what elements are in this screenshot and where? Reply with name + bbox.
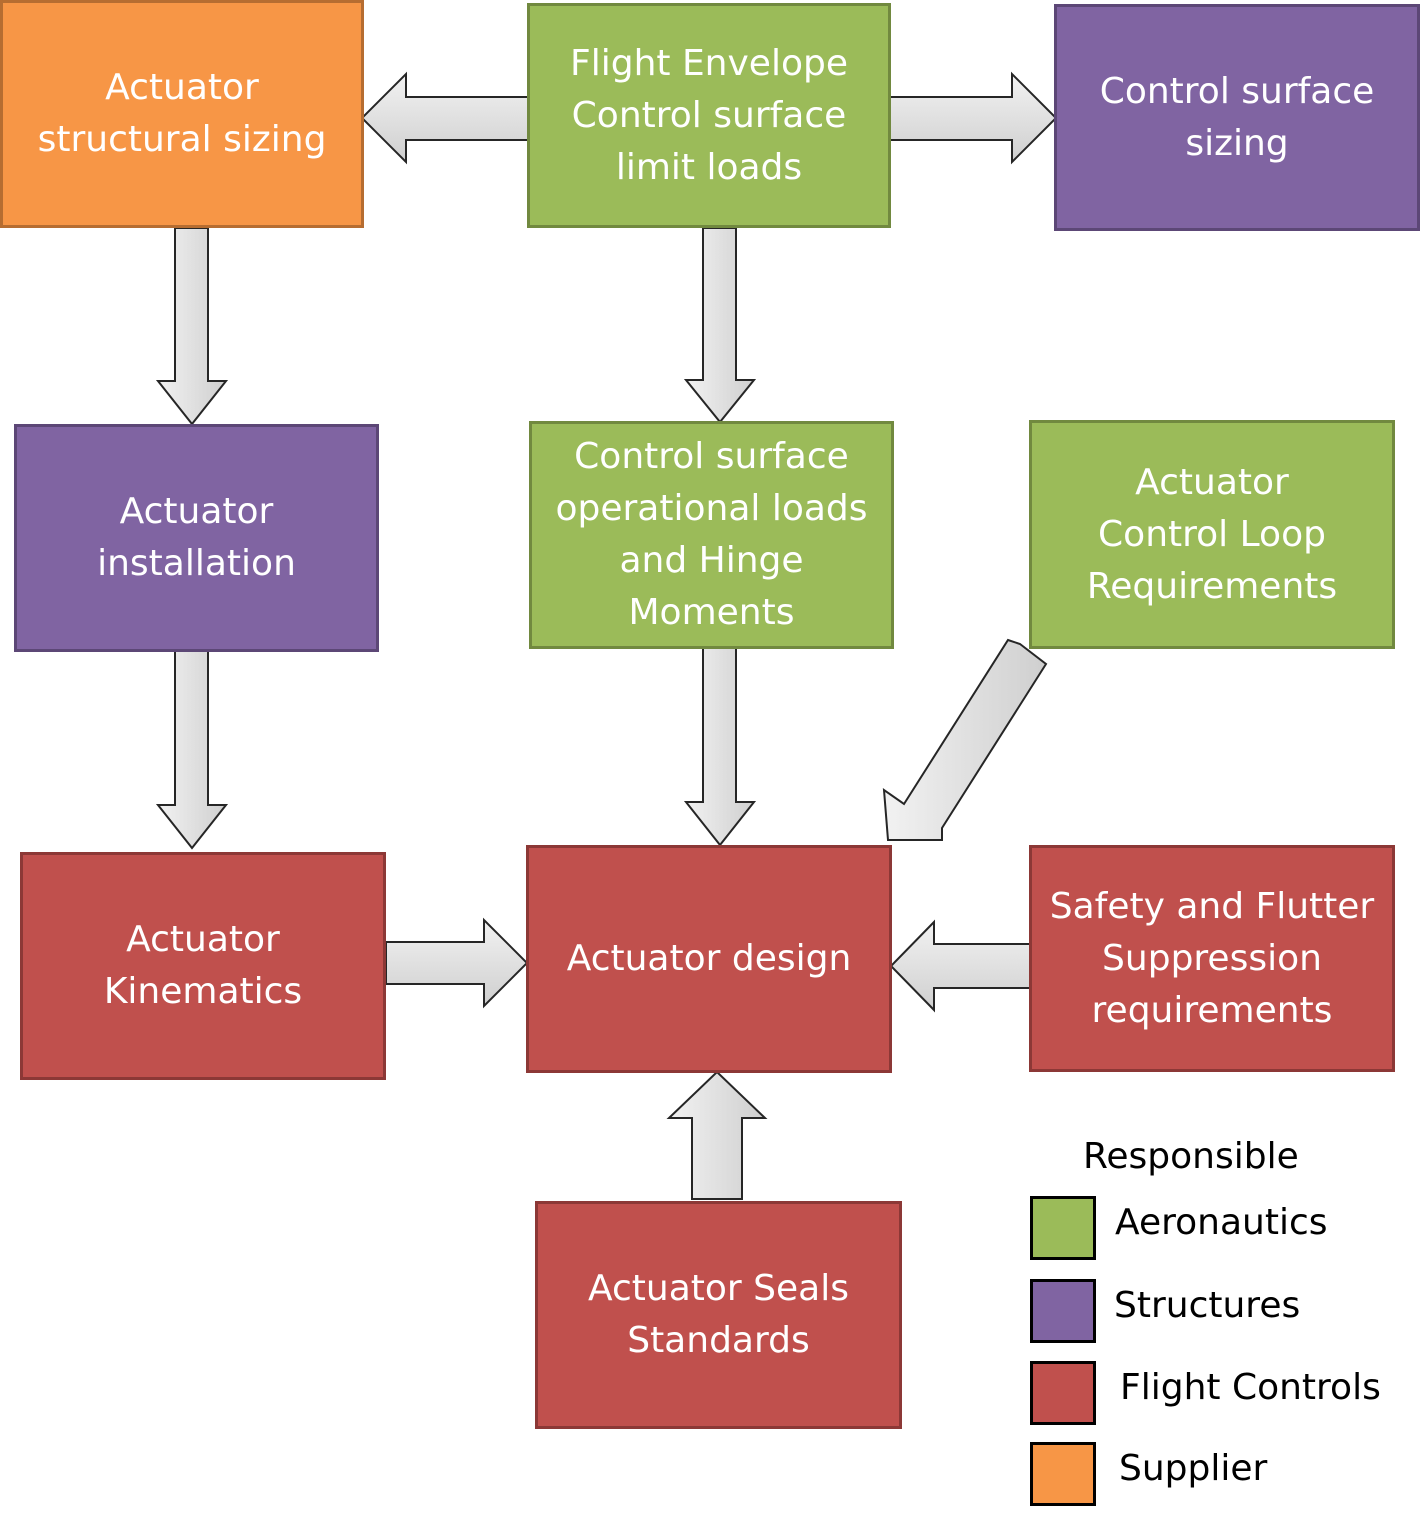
legend-title: Responsible [1083, 1136, 1299, 1177]
box-label: Flight Envelope Control surface limit lo… [570, 42, 848, 188]
box-operational-loads: Control surface operational loads and Hi… [529, 421, 894, 649]
box-label: Actuator Kinematics [103, 919, 303, 1012]
legend-swatch [1030, 1442, 1096, 1506]
box-label: Control surface operational loads and Hi… [555, 436, 868, 633]
box-label: Safety and Flutter Suppression requireme… [1049, 885, 1375, 1031]
arrow-installation-to-kinematics [155, 649, 229, 850]
box-actuator-kinematics: Actuator Kinematics [20, 852, 386, 1080]
box-actuator-design: Actuator design [526, 845, 892, 1073]
legend-swatch [1030, 1279, 1096, 1343]
legend-item-structures: Structures [1030, 1279, 1410, 1343]
box-actuator-seals-standards: Actuator Seals Standards [535, 1201, 902, 1429]
arrow-safety-to-design [889, 919, 1033, 1013]
arrow-envelope-to-surface-sizing [889, 71, 1058, 165]
arrow-control-loop-to-design [882, 638, 1048, 841]
box-label: Actuator installation [97, 491, 296, 584]
legend-label: Aeronautics [1115, 1202, 1328, 1243]
arrow-kinematics-to-design [385, 917, 529, 1009]
arrow-structural-sizing-to-installation [155, 227, 229, 426]
arrow-envelope-to-structural-sizing [360, 71, 529, 165]
legend-swatch [1030, 1196, 1096, 1260]
box-label: Control surface sizing [1099, 70, 1375, 164]
box-label: Actuator design [566, 938, 852, 979]
box-flight-envelope: Flight Envelope Control surface limit lo… [527, 3, 891, 228]
legend-swatch [1030, 1361, 1096, 1425]
box-actuator-structural-sizing: Actuator structural sizing [0, 0, 364, 228]
legend-label: Supplier [1119, 1448, 1268, 1489]
arrow-operational-loads-to-design [683, 647, 757, 847]
box-label: Actuator Control Loop Requirements [1086, 461, 1338, 607]
box-control-loop-requirements: Actuator Control Loop Requirements [1029, 420, 1395, 649]
legend-label: Structures [1114, 1285, 1301, 1326]
legend-item-flight-controls: Flight Controls [1030, 1361, 1410, 1425]
box-label: Actuator structural sizing [37, 67, 327, 160]
legend-label: Flight Controls [1120, 1367, 1381, 1408]
box-safety-flutter: Safety and Flutter Suppression requireme… [1029, 845, 1395, 1072]
arrow-envelope-to-operational-loads [683, 227, 757, 424]
box-actuator-installation: Actuator installation [14, 424, 379, 652]
arrow-seals-to-design [666, 1070, 768, 1200]
box-control-surface-sizing: Control surface sizing [1054, 4, 1420, 231]
legend-item-aeronautics: Aeronautics [1030, 1196, 1410, 1260]
legend-item-supplier: Supplier [1030, 1442, 1410, 1506]
box-label: Actuator Seals Standards [588, 1268, 849, 1361]
